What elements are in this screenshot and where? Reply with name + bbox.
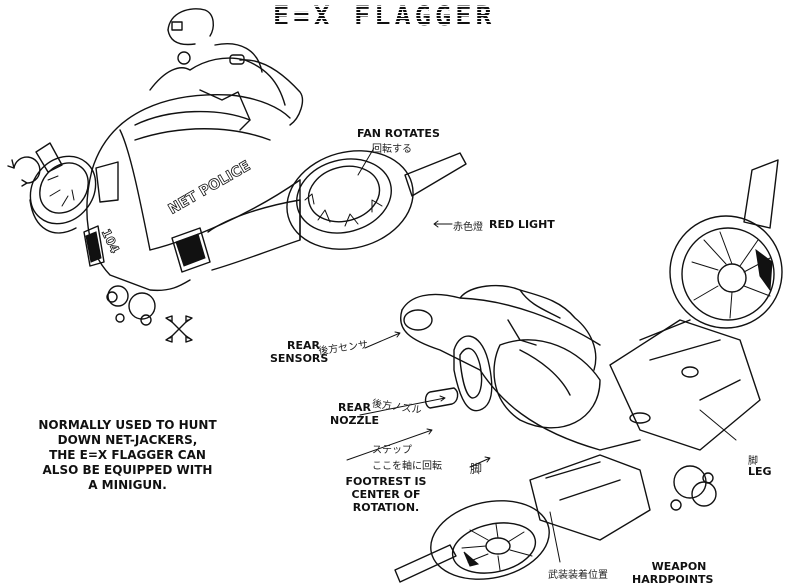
rear-nozzle-label-line2: NOZZLE xyxy=(330,414,380,427)
footrest-label-line1: FOOTREST IS xyxy=(345,475,427,488)
rear-sensors-label-line1: REAR xyxy=(287,339,320,352)
upper-vehicle-drawing: NET POLICE 104 xyxy=(7,8,467,343)
upper-body xyxy=(83,93,301,343)
caption-line: DOWN NET-JACKERS, xyxy=(57,433,198,447)
fan-rotates-label: FAN ROTATES xyxy=(357,127,440,140)
rotation-arrow-icon xyxy=(7,156,41,187)
lower-body xyxy=(400,284,641,451)
left-fan xyxy=(29,142,97,234)
leader-lines xyxy=(346,147,737,563)
bottom-left-fan xyxy=(394,500,550,583)
leg-label: LEG xyxy=(748,465,772,478)
leg-jp-label: 脚 xyxy=(748,456,758,467)
footrest-label-line2: CENTER OF xyxy=(351,488,421,501)
rider xyxy=(149,8,304,131)
red-light-jp-label: 赤色燈 xyxy=(453,222,483,233)
footrest-jp-label-line1: ステップ xyxy=(372,445,412,456)
red-light-label: RED LIGHT xyxy=(489,218,555,231)
footrest-jp-label-line2: ここを軸に回転 xyxy=(372,461,442,472)
rear-sensors-label-line2: SENSORS xyxy=(270,352,329,365)
rear-nozzle-label-line1: REAR xyxy=(338,401,371,414)
right-fan xyxy=(286,150,467,250)
caption-line: ALSO BE EQUIPPED WITH xyxy=(42,463,213,477)
minigun-pod xyxy=(670,465,717,511)
weapon-hardpoints-label-line2: HARDPOINTS xyxy=(632,573,714,586)
weapon-hardpoints-jp-label: 武装装着位置 xyxy=(548,570,608,581)
top-right-fan xyxy=(669,159,783,329)
page-title: E=X FLAGGER xyxy=(273,1,496,32)
caption-line: THE E=X FLAGGER CAN xyxy=(49,448,206,462)
description-caption: NORMALLY USED TO HUNT DOWN NET-JACKERS, … xyxy=(30,418,225,493)
fan-rotates-jp-label: 回転する xyxy=(372,144,412,155)
footrest-label-line3: ROTATION. xyxy=(352,501,420,514)
caption-line: NORMALLY USED TO HUNT xyxy=(38,418,217,432)
lower-vehicle-drawing xyxy=(394,159,783,583)
leg-inner-jp-label: 脚 xyxy=(470,462,483,476)
net-police-decal: NET POLICE xyxy=(166,158,254,218)
caption-line: A MINIGUN. xyxy=(88,478,167,492)
move-arrows-icon xyxy=(165,315,193,343)
weapon-hardpoints-label-line1: WEAPON xyxy=(651,560,707,573)
